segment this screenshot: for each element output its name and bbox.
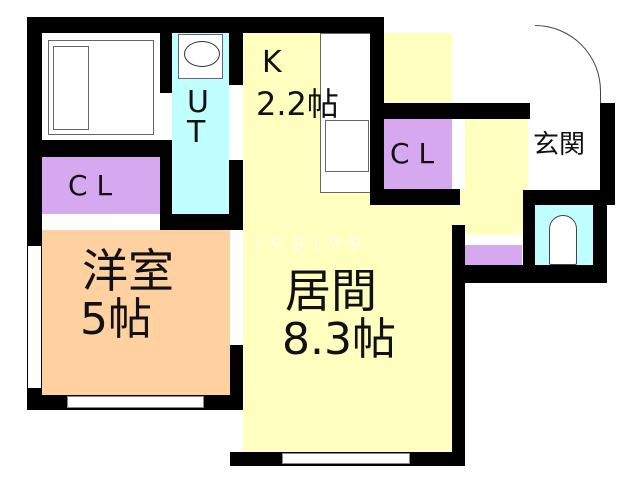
- kitchen-size: 2.2帖: [256, 85, 339, 123]
- wall: [370, 189, 460, 205]
- wall: [172, 214, 243, 230]
- kitchen-name: K: [262, 45, 282, 80]
- entrance-label: 玄関: [533, 130, 586, 160]
- kitchen-living-lower: [243, 190, 465, 453]
- western-room: [42, 230, 230, 395]
- hallway: [465, 119, 528, 235]
- window: [282, 453, 410, 464]
- window: [28, 246, 41, 388]
- living-name: 居間: [285, 264, 377, 318]
- bathtub-icon: [48, 40, 154, 135]
- wall: [230, 345, 243, 410]
- closet-right: [384, 119, 452, 189]
- toilet-icon: [549, 215, 577, 265]
- storage-strip: [465, 245, 522, 265]
- utility-label-top: U: [187, 85, 209, 120]
- wall: [460, 265, 607, 283]
- basin-icon: [184, 41, 220, 67]
- wall: [370, 117, 384, 205]
- living-size: 8.3帖: [282, 314, 396, 365]
- wall: [42, 140, 160, 157]
- bathtub-inner-icon: [53, 46, 89, 130]
- wall: [523, 190, 615, 205]
- wall: [370, 17, 384, 117]
- wall: [229, 33, 243, 85]
- wall: [600, 103, 615, 195]
- wall: [523, 190, 535, 280]
- bathroom: [42, 33, 160, 140]
- entrance: [530, 103, 600, 181]
- stove-icon: [325, 120, 369, 172]
- window: [67, 396, 204, 408]
- western-room-size: 5帖: [80, 294, 152, 345]
- western-room-name: 洋室: [82, 244, 174, 298]
- wall: [160, 140, 172, 230]
- wall: [370, 103, 530, 119]
- wall: [27, 17, 384, 33]
- wall: [229, 160, 243, 230]
- utility-label-bottom: T: [187, 115, 206, 150]
- wall: [160, 33, 172, 93]
- closet-left-label: C L: [68, 169, 113, 202]
- wall: [452, 225, 465, 465]
- closet-left: [42, 157, 160, 214]
- closet-right-label: C L: [390, 137, 435, 170]
- wall: [593, 190, 607, 283]
- watermark: jogjog: [256, 230, 371, 251]
- entrance-door-icon: [535, 25, 601, 103]
